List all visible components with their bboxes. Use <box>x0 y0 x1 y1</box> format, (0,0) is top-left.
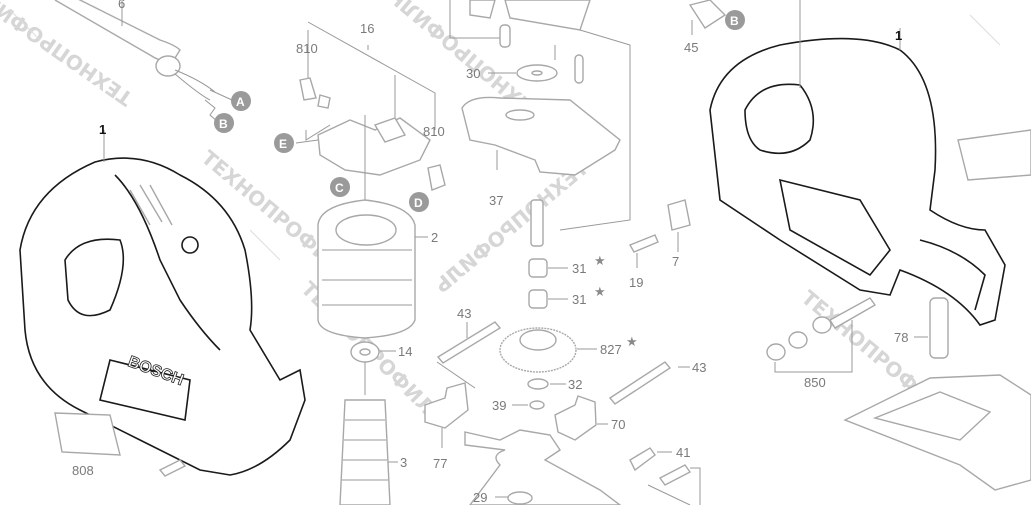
pin <box>530 199 544 247</box>
callout-a: A <box>231 91 251 111</box>
label-gear: 827 <box>600 342 622 357</box>
label-clamp: 7 <box>672 254 679 269</box>
part-850 <box>766 297 877 373</box>
callout-b: B <box>214 113 234 133</box>
label-guide-77: 77 <box>433 456 447 471</box>
callout-e: E <box>274 133 294 153</box>
label-part-29: 29 <box>473 490 487 505</box>
label-switch-assembly: 16 <box>360 21 374 36</box>
svg-text:E: E <box>279 137 287 151</box>
label-guide-70: 70 <box>611 417 625 432</box>
label-nameplate: 808 <box>72 463 94 478</box>
label-screw: 19 <box>629 275 643 290</box>
label-part-78: 78 <box>894 330 908 345</box>
screw-bottom-left <box>158 459 187 477</box>
callout-b-right: B <box>725 10 745 30</box>
svg-text:D: D <box>414 196 423 210</box>
star-icon: ★ <box>626 334 638 349</box>
nameplate-right <box>957 129 1031 181</box>
part-45 <box>688 0 727 35</box>
callout-d: D <box>409 192 429 212</box>
label-bearing-31b: 31 <box>572 292 586 307</box>
label-stator: 2 <box>431 230 438 245</box>
svg-text:C: C <box>335 181 344 195</box>
label-bearing-31a: 31 <box>572 261 586 276</box>
label-washer-32: 32 <box>568 377 582 392</box>
svg-text:A: A <box>236 95 245 109</box>
bearing-31a <box>528 258 568 278</box>
svg-text:B: B <box>219 117 228 131</box>
washer-32 <box>527 378 566 390</box>
guide-77 <box>424 382 469 448</box>
clamp-7 <box>667 199 691 252</box>
label-housing-left: 1 <box>99 122 106 137</box>
label-armature: 3 <box>400 455 407 470</box>
callout-c: C <box>330 177 350 197</box>
star-icon: ★ <box>594 253 606 268</box>
label-guide-plate: 37 <box>489 193 503 208</box>
armature <box>339 362 398 505</box>
rod-right <box>608 361 690 405</box>
label-cord: 6 <box>118 0 125 11</box>
clip-41 <box>629 447 701 505</box>
svg-text:B: B <box>730 14 739 28</box>
label-bearing: 14 <box>398 344 412 359</box>
label-part-850: 850 <box>804 375 826 390</box>
saw-plunger <box>464 429 622 505</box>
guide-70 <box>554 395 608 441</box>
switch-assembly <box>295 21 446 240</box>
housing-left: BOSCH <box>19 130 306 476</box>
star-icon: ★ <box>594 284 606 299</box>
bearing-31b <box>528 289 568 309</box>
power-cord <box>54 0 233 123</box>
label-clip: 41 <box>676 445 690 460</box>
guide-plate <box>461 96 621 176</box>
screw-19 <box>628 234 659 268</box>
label-part-45: 45 <box>684 40 698 55</box>
label-switch-right: 810 <box>423 124 445 139</box>
top-bracket <box>449 0 631 231</box>
label-rod-right: 43 <box>692 360 706 375</box>
svg-text:ТЕХНОПРОФИЛЬ: ТЕХНОПРОФИЛЬ <box>0 0 137 111</box>
label-rod-left: 43 <box>457 306 471 321</box>
housing-right <box>709 0 1006 326</box>
ring-39 <box>512 400 545 410</box>
gear <box>499 327 597 373</box>
label-switch-top: 810 <box>296 41 318 56</box>
rod-left <box>436 321 502 389</box>
label-ring: 39 <box>492 398 506 413</box>
stator <box>317 199 428 339</box>
label-washer: 30 <box>466 66 480 81</box>
label-housing-right: 1 <box>895 28 902 43</box>
svg-text:ТЕХНОПРОФИЛЬ: ТЕХНОПРОФИЛЬ <box>430 155 594 298</box>
washer-30 <box>488 64 558 82</box>
part-78 <box>914 297 949 359</box>
base-plate <box>843 374 1031 491</box>
nameplate-808 <box>54 412 121 456</box>
